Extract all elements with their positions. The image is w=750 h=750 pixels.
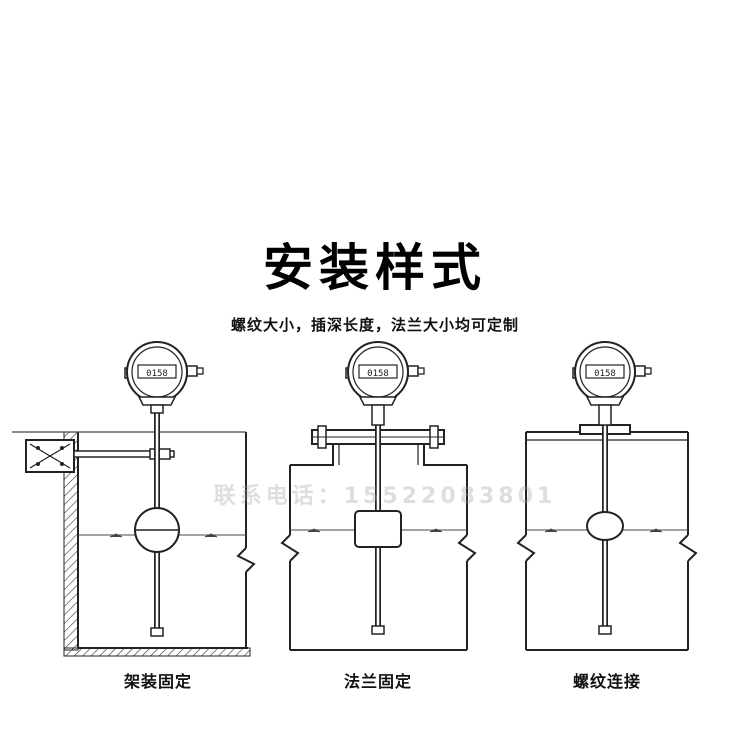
- threaded-connection-figure: 0158: [516, 341, 698, 651]
- caption-bracket-mount: 架装固定: [123, 672, 192, 691]
- caption-threaded-connection: 螺纹连接: [572, 672, 641, 691]
- gauge-display-2: 0158: [367, 369, 389, 379]
- gauge-display-3: 0158: [594, 369, 616, 379]
- diagram-subtitle: 螺纹大小，插深长度，法兰大小均可定制: [230, 316, 519, 334]
- float-ellipse: [586, 511, 624, 541]
- flange-mount-figure: 0158: [280, 341, 477, 651]
- bracket-mount-figure: 0158: [12, 341, 256, 657]
- bracket-arm: [73, 450, 175, 458]
- diagram-title: 安装样式: [263, 239, 487, 297]
- watermark-phone: 联系电话：15522083801: [213, 484, 557, 509]
- caption-flange-mount: 法兰固定: [343, 672, 412, 691]
- gauge-display-1: 0158: [146, 369, 168, 379]
- float-cylinder: [354, 510, 402, 548]
